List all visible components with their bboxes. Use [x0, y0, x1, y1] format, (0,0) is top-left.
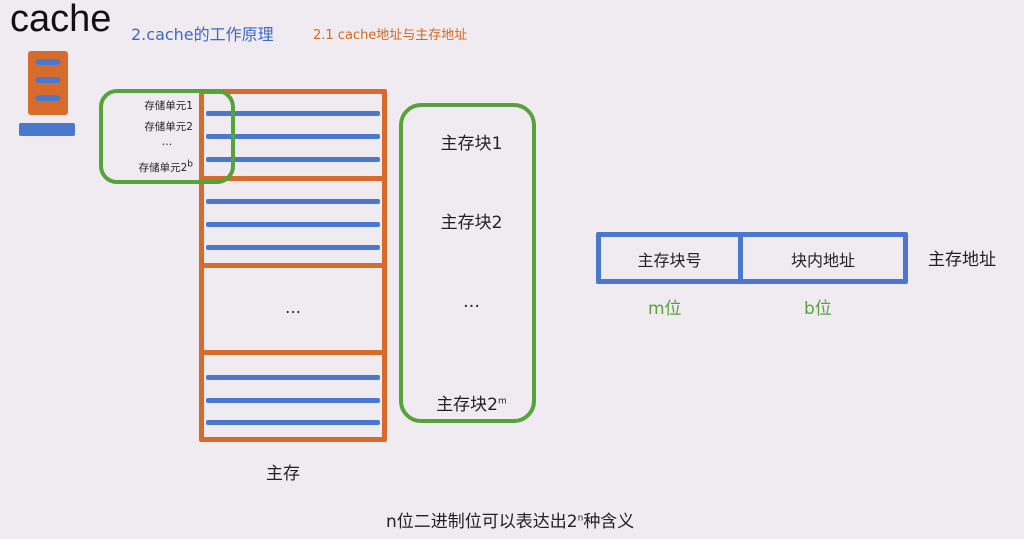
block-offset-bits: b位 [804, 299, 832, 319]
memory-block-2-label: 主存块2 [440, 213, 503, 233]
memory-cell-stripe [206, 134, 380, 139]
block-number-bits: m位 [648, 299, 682, 319]
memory-cell-stripe [206, 157, 380, 162]
memory-ellipsis: … [285, 298, 301, 317]
memory-cell-stripe [206, 222, 380, 227]
subsection-title: 2.1 cache地址与主存地址 [313, 28, 468, 43]
main-memory-caption: 主存 [266, 464, 300, 484]
block-number-field: 主存块号 [637, 251, 702, 270]
memory-cell-stripe [206, 111, 380, 116]
memory-blocks-group: 主存块1 主存块2 … 主存块2m [399, 103, 536, 423]
memory-cell-stripe [206, 375, 380, 380]
memory-block-ellipsis: … [463, 292, 480, 312]
memory-thumbnail-icon [28, 51, 68, 115]
storage-cells-group [99, 89, 235, 184]
memory-block-2 [199, 176, 387, 268]
address-divider [738, 232, 743, 284]
storage-cell-n-label: 存储单元2b [138, 159, 193, 174]
storage-cell-ellipsis: … [161, 136, 173, 148]
main-memory-address-label: 主存地址 [928, 250, 996, 270]
main-memory-address-box: 主存块号 块内地址 [596, 232, 908, 284]
memory-block-1-label: 主存块1 [440, 134, 503, 154]
section-title: 2.cache的工作原理 [131, 25, 274, 44]
storage-cell-2-label: 存储单元2 [144, 121, 193, 133]
thumbnail-base-icon [19, 123, 75, 136]
memory-cell-stripe [206, 245, 380, 250]
memory-cell-stripe [206, 398, 380, 403]
thumbnail-stripe [36, 77, 60, 83]
storage-cell-1-label: 存储单元1 [144, 100, 193, 112]
memory-block-n-label: 主存块2m [436, 395, 507, 415]
thumbnail-stripe [36, 95, 60, 101]
memory-cell-stripe [206, 420, 380, 425]
memory-cell-stripe [206, 199, 380, 204]
binary-bits-note: n位二进制位可以表达出2n种含义 [386, 512, 635, 532]
memory-block-middle: … [199, 263, 387, 355]
block-offset-field: 块内地址 [790, 251, 855, 270]
thumbnail-stripe [36, 59, 60, 65]
memory-block-last [199, 350, 387, 442]
slide-title: cache [10, 0, 112, 40]
